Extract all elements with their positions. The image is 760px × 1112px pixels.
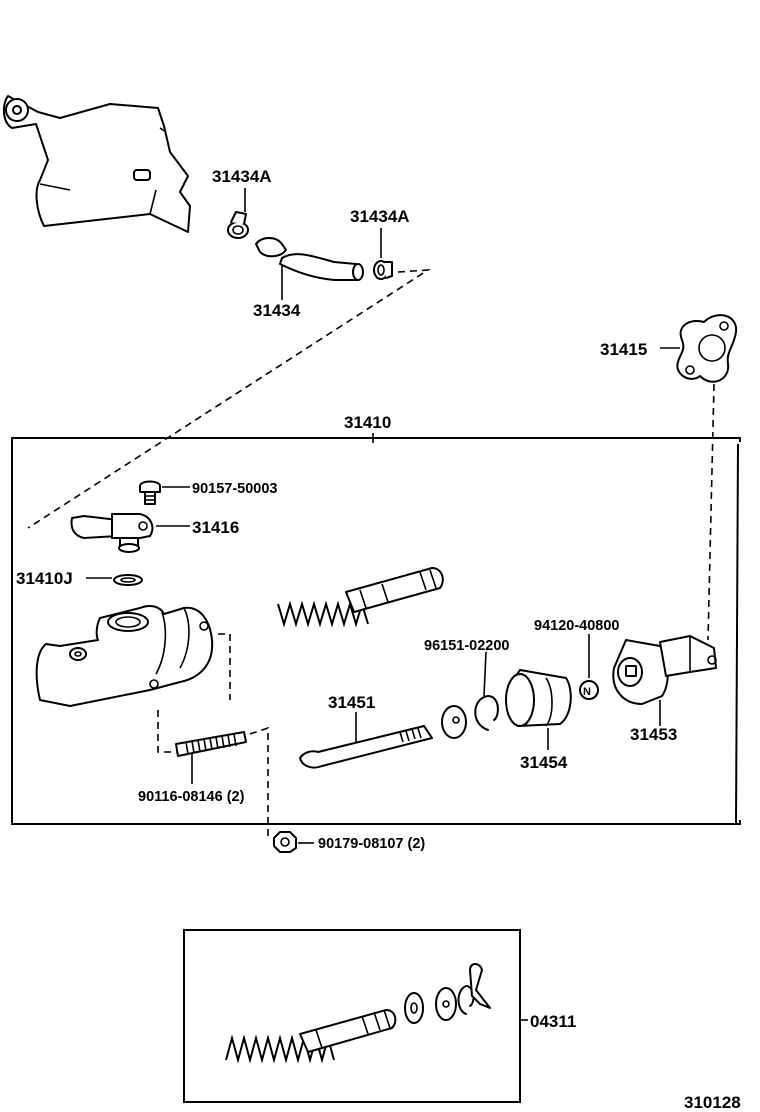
part-label-31416: 31416	[192, 518, 239, 537]
part-label-96151-02200: 96151-02200	[424, 638, 509, 654]
push-rod-icon	[299, 725, 433, 769]
part-label-31410J: 31410J	[16, 569, 73, 588]
part-label-90157-50003: 90157-50003	[192, 481, 277, 497]
kit-label-04311: 04311	[530, 1012, 576, 1031]
part-label-90179-08107: 90179-08107 (2)	[318, 836, 425, 852]
diagram-id: 310128	[684, 1093, 741, 1112]
gasket-icon	[676, 314, 738, 383]
hose-clamp-icon	[373, 260, 393, 280]
snap-ring-icon	[457, 985, 475, 1015]
part-label-31415: 31415	[600, 340, 647, 359]
part-label-31434: 31434	[253, 301, 301, 320]
kit-box-04311	[183, 929, 521, 1103]
screw-icon	[139, 480, 161, 505]
svg-text:N: N	[583, 686, 591, 698]
clip-pin-icon	[469, 963, 491, 1009]
part-label-31451: 31451	[328, 693, 375, 712]
hose-icon	[255, 237, 364, 281]
boot-icon	[505, 669, 572, 727]
piston-spring-icon	[277, 567, 444, 628]
hose-clamp-icon	[227, 211, 249, 239]
nut-icon	[579, 680, 599, 700]
master-cylinder-body-icon	[35, 605, 214, 707]
part-label-94120-40800: 94120-40800	[534, 618, 619, 634]
hex-nut-icon	[273, 831, 297, 853]
cup-seal-icon	[404, 992, 424, 1024]
assembly-label-31410: 31410	[344, 413, 391, 432]
washer-icon	[113, 574, 143, 586]
part-label-90116-08146: 90116-08146 (2)	[138, 789, 245, 805]
snap-ring-icon	[474, 695, 499, 731]
clevis-icon	[612, 635, 717, 705]
reservoir-tank-icon	[2, 95, 191, 233]
plate-washer-icon	[435, 987, 457, 1021]
stud-bolt-icon	[175, 731, 247, 757]
part-label-31434A: 31434A	[350, 207, 410, 226]
part-label-31453: 31453	[630, 725, 677, 744]
inlet-union-icon	[70, 513, 154, 553]
part-label-31434A: 31434A	[212, 167, 272, 186]
piston-spring-icon	[225, 1009, 397, 1064]
part-label-31454: 31454	[520, 753, 568, 772]
